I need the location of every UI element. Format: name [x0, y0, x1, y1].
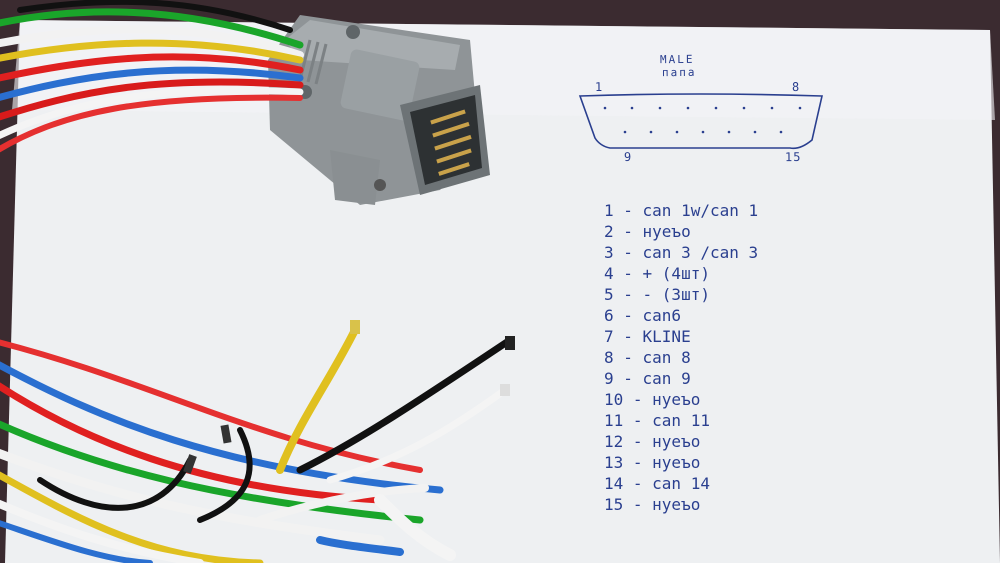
pinout-row: 15 - нуеъо — [604, 495, 701, 514]
pinout-row: 3 - can 3 /can 3 — [604, 243, 759, 262]
wire-bundle-top — [0, 0, 304, 153]
pinout-row: 14 - can 14 — [604, 474, 710, 493]
connector-sketch — [578, 93, 823, 150]
diagram-title-male: MALE — [659, 52, 695, 67]
pinout-row: 7 - KLINE — [604, 327, 691, 346]
pinout-row: 6 - can6 — [604, 306, 682, 325]
pinout-row: 4 - + (4шт) — [604, 264, 710, 283]
db15-connector — [268, 15, 490, 205]
pinout-row: 12 - нуеъо — [604, 432, 701, 451]
pinout-row: 5 - - (3шт) — [604, 285, 710, 304]
connector-sketch-pins — [603, 106, 802, 134]
pin-label-1: 1 — [594, 79, 604, 95]
diagram-title-papa: папа — [661, 65, 697, 80]
pin-label-9: 9 — [623, 149, 633, 165]
pinout-row: 13 - нуеъо — [604, 453, 701, 472]
pinout-row: 1 - can 1w/can 1 — [604, 201, 759, 220]
pinout-list: 1 - can 1w/can 1 2 - нуеъо 3 - can 3 /ca… — [604, 200, 804, 515]
pinout-row: 10 - нуеъо — [604, 390, 701, 409]
pinout-row: 9 - can 9 — [604, 369, 691, 388]
pinout-row: 11 - can 11 — [604, 411, 710, 430]
wire-pin-tips — [183, 320, 515, 474]
pinout-row: 8 - can 8 — [604, 348, 691, 367]
pin-label-8: 8 — [791, 79, 801, 95]
wire-bundle-bottom — [0, 326, 514, 563]
pinout-row: 2 - нуеъо — [604, 222, 691, 241]
pin-label-15: 15 — [784, 149, 802, 165]
